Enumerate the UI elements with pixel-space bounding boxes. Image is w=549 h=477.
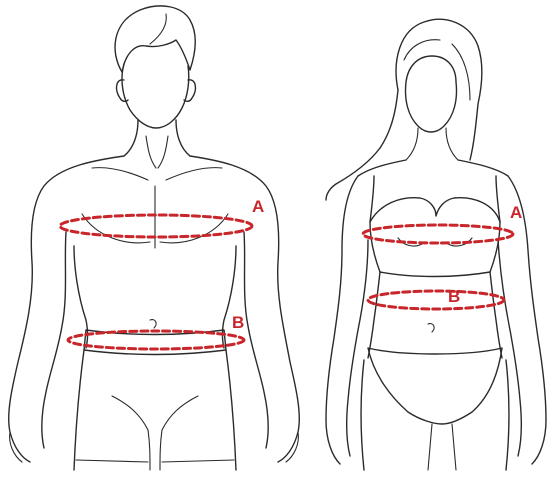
male-waist-measure-line	[68, 331, 244, 349]
male-measurements: A B	[60, 197, 264, 349]
female-left-arm	[326, 176, 358, 464]
female-waist-marker: B	[448, 287, 460, 306]
female-chest-marker: A	[510, 203, 522, 222]
male-head	[122, 64, 189, 128]
female-briefs	[368, 348, 502, 424]
male-chest-marker: A	[252, 197, 264, 216]
male-briefs	[84, 330, 226, 355]
male-chest-measure-line	[60, 215, 252, 237]
female-head	[406, 56, 457, 132]
male-left-arm	[9, 156, 124, 462]
male-right-arm	[190, 156, 299, 462]
female-figure	[326, 19, 546, 470]
male-waist-marker: B	[232, 313, 244, 332]
female-chest-measure-line	[363, 225, 513, 243]
female-bra	[370, 198, 500, 277]
female-waist-measure-line	[368, 291, 504, 309]
